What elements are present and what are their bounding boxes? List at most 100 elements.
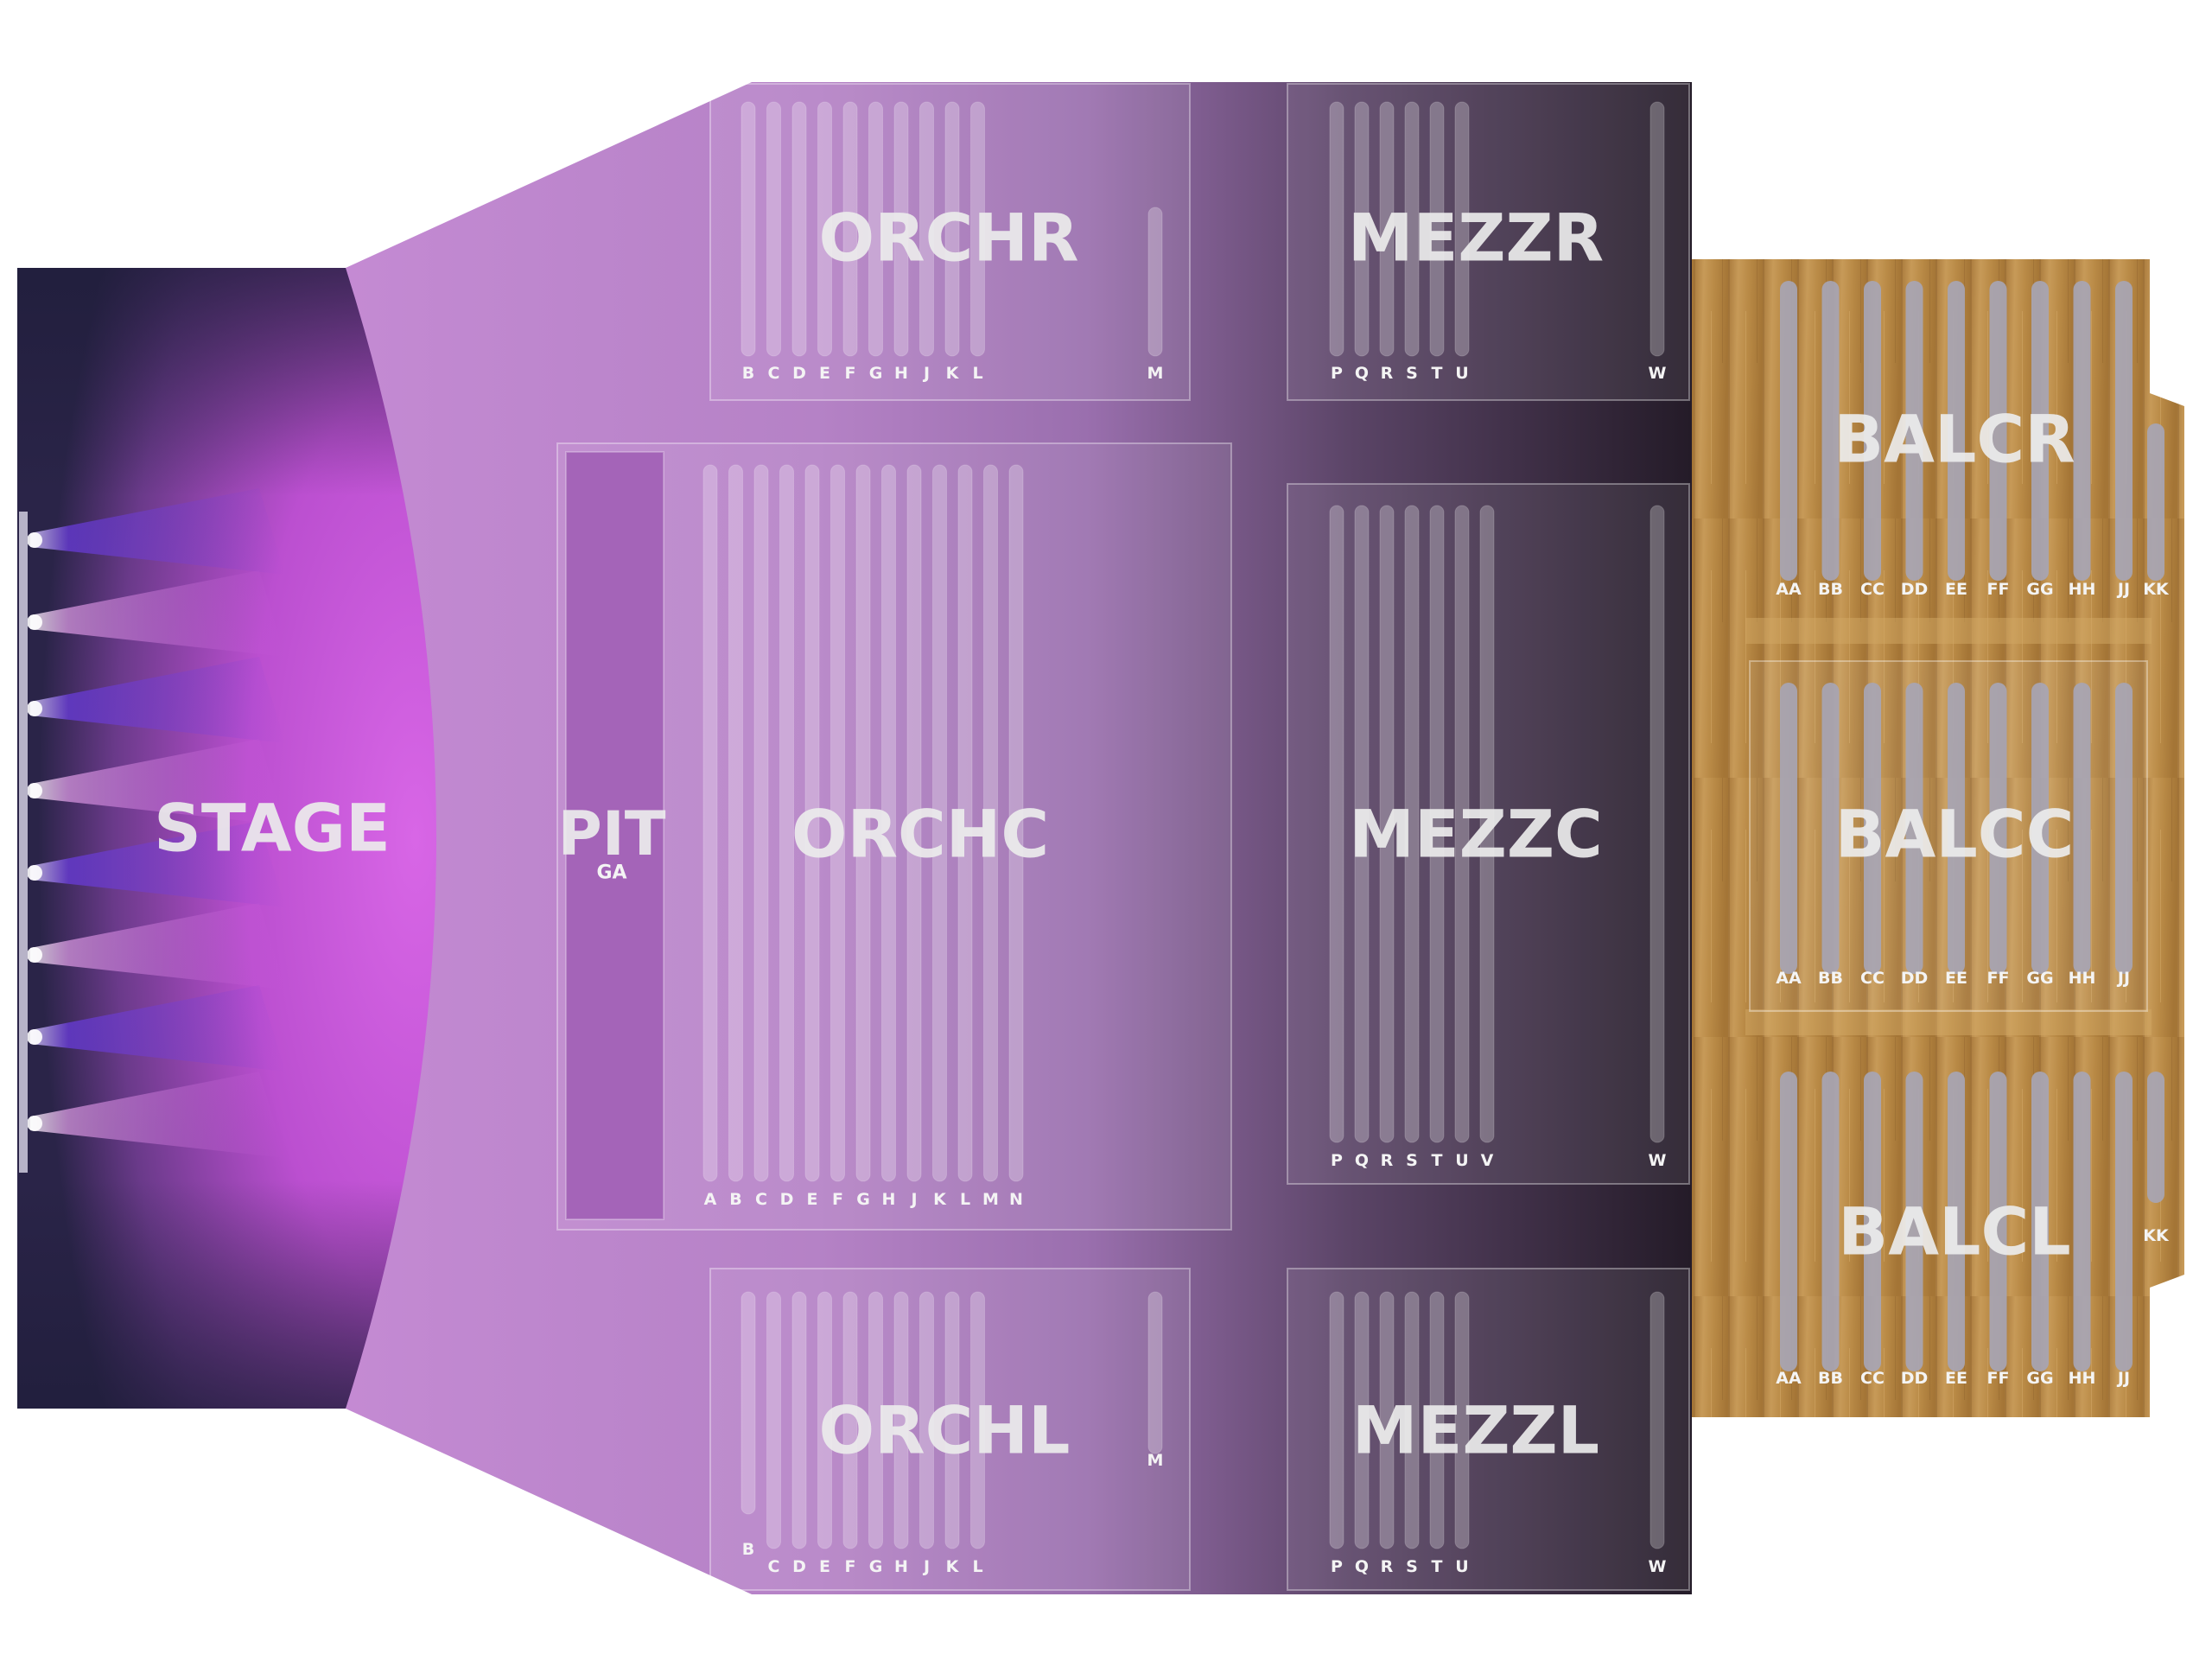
section-orchc-box[interactable]: [556, 442, 1232, 1231]
row-balcl-jj[interactable]: [2115, 1072, 2133, 1371]
row-orchr-c[interactable]: [766, 101, 781, 357]
row-orchr-d[interactable]: [791, 101, 807, 357]
row-balcc-dd[interactable]: [1905, 683, 1923, 974]
row-balcc-ee[interactable]: [1948, 683, 1965, 974]
row-balcr-jj[interactable]: [2115, 281, 2133, 581]
row-orchr-l[interactable]: [970, 101, 985, 357]
row-balcl-ee[interactable]: [1948, 1072, 1965, 1371]
stage[interactable]: STAGE: [17, 268, 436, 1409]
row-balcl-ff[interactable]: [1989, 1072, 2007, 1371]
row-orchl-d[interactable]: [791, 1291, 807, 1549]
row-mezzr-u[interactable]: [1454, 101, 1470, 357]
row-mezzr-p[interactable]: [1329, 101, 1344, 357]
row-balcc-ff[interactable]: [1989, 683, 2007, 974]
row-orchc-j[interactable]: [906, 464, 922, 1182]
row-orchl-m[interactable]: [1147, 1291, 1163, 1454]
row-orchc-b[interactable]: [728, 464, 743, 1182]
row-label-balcc-hh: HH: [2069, 969, 2096, 988]
row-mezzr-t[interactable]: [1429, 101, 1445, 357]
row-mezzl-u[interactable]: [1454, 1291, 1470, 1549]
row-orchr-g[interactable]: [868, 101, 883, 357]
row-orchr-e[interactable]: [817, 101, 832, 357]
row-balcl-hh[interactable]: [2073, 1072, 2091, 1371]
row-orchc-c[interactable]: [753, 464, 769, 1182]
row-label-mezzl-p: P: [1331, 1557, 1343, 1576]
row-balcr-gg[interactable]: [2031, 281, 2049, 581]
row-orchl-l[interactable]: [970, 1291, 985, 1549]
row-label-balcr-aa: AA: [1776, 580, 1802, 599]
row-balcl-aa[interactable]: [1780, 1072, 1797, 1371]
row-label-orchc-n: N: [1009, 1190, 1023, 1209]
row-orchr-h[interactable]: [893, 101, 909, 357]
row-mezzc-p[interactable]: [1329, 505, 1344, 1143]
row-mezzl-p[interactable]: [1329, 1291, 1344, 1549]
row-orchr-k[interactable]: [944, 101, 960, 357]
section-mezzr-box[interactable]: [1287, 83, 1690, 401]
row-orchc-g[interactable]: [855, 464, 871, 1182]
row-mezzr-r[interactable]: [1379, 101, 1395, 357]
row-orchc-a[interactable]: [702, 464, 718, 1182]
row-orchc-l[interactable]: [957, 464, 973, 1182]
row-orchr-m[interactable]: [1147, 207, 1163, 357]
row-orchr-j[interactable]: [919, 101, 934, 357]
row-mezzl-r[interactable]: [1379, 1291, 1395, 1549]
row-balcc-bb[interactable]: [1821, 683, 1840, 974]
row-balcc-aa[interactable]: [1780, 683, 1797, 974]
row-orchl-b[interactable]: [741, 1291, 756, 1515]
row-mezzl-t[interactable]: [1429, 1291, 1445, 1549]
row-orchc-d[interactable]: [779, 464, 794, 1182]
row-orchl-g[interactable]: [868, 1291, 883, 1549]
row-orchc-h[interactable]: [881, 464, 896, 1182]
row-balcc-cc[interactable]: [1864, 683, 1881, 974]
row-mezzc-r[interactable]: [1379, 505, 1395, 1143]
row-balcc-jj[interactable]: [2115, 683, 2133, 974]
section-orchr-box[interactable]: [709, 83, 1191, 401]
row-mezzr-q[interactable]: [1354, 101, 1370, 357]
row-balcr-hh[interactable]: [2073, 281, 2091, 581]
row-orchl-h[interactable]: [893, 1291, 909, 1549]
row-orchl-e[interactable]: [817, 1291, 832, 1549]
row-orchl-f[interactable]: [842, 1291, 858, 1549]
row-mezzl-w[interactable]: [1649, 1291, 1665, 1549]
row-orchl-c[interactable]: [766, 1291, 781, 1549]
stage-light-icon: [27, 947, 42, 963]
row-balcl-gg[interactable]: [2031, 1072, 2049, 1371]
row-mezzl-q[interactable]: [1354, 1291, 1370, 1549]
row-orchc-f[interactable]: [830, 464, 845, 1182]
row-mezzl-s[interactable]: [1404, 1291, 1420, 1549]
row-mezzc-v[interactable]: [1479, 505, 1495, 1143]
row-orchr-f[interactable]: [842, 101, 858, 357]
row-mezzc-u[interactable]: [1454, 505, 1470, 1143]
section-mezzl-box[interactable]: [1287, 1268, 1690, 1591]
row-balcl-bb[interactable]: [1821, 1072, 1840, 1371]
row-mezzc-q[interactable]: [1354, 505, 1370, 1143]
row-balcc-hh[interactable]: [2073, 683, 2091, 974]
section-pit[interactable]: PIT GA: [557, 451, 666, 1220]
row-orchl-j[interactable]: [919, 1291, 934, 1549]
row-balcr-cc[interactable]: [1864, 281, 1881, 581]
row-balcr-kk[interactable]: [2147, 423, 2164, 581]
section-mezzc-box[interactable]: [1287, 483, 1690, 1185]
row-mezzc-w[interactable]: [1649, 505, 1665, 1143]
row-balcr-dd[interactable]: [1905, 281, 1923, 581]
row-mezzc-t[interactable]: [1429, 505, 1445, 1143]
row-mezzc-s[interactable]: [1404, 505, 1420, 1143]
row-orchc-k[interactable]: [932, 464, 947, 1182]
row-orchr-b[interactable]: [741, 101, 756, 357]
row-balcc-gg[interactable]: [2031, 683, 2049, 974]
row-mezzr-w[interactable]: [1649, 101, 1665, 357]
row-balcl-dd[interactable]: [1905, 1072, 1923, 1371]
row-mezzr-s[interactable]: [1404, 101, 1420, 357]
row-orchl-k[interactable]: [944, 1291, 960, 1549]
row-balcl-cc[interactable]: [1864, 1072, 1881, 1371]
row-label-mezzl-w: W: [1649, 1557, 1667, 1576]
row-balcr-bb[interactable]: [1821, 281, 1840, 581]
row-balcr-aa[interactable]: [1780, 281, 1797, 581]
row-balcr-ff[interactable]: [1989, 281, 2007, 581]
row-balcr-ee[interactable]: [1948, 281, 1965, 581]
row-orchc-n[interactable]: [1008, 464, 1024, 1182]
row-orchc-e[interactable]: [804, 464, 820, 1182]
row-orchc-m[interactable]: [983, 464, 998, 1182]
section-orchl-box[interactable]: [709, 1268, 1191, 1591]
row-balcl-kk[interactable]: [2147, 1072, 2164, 1203]
